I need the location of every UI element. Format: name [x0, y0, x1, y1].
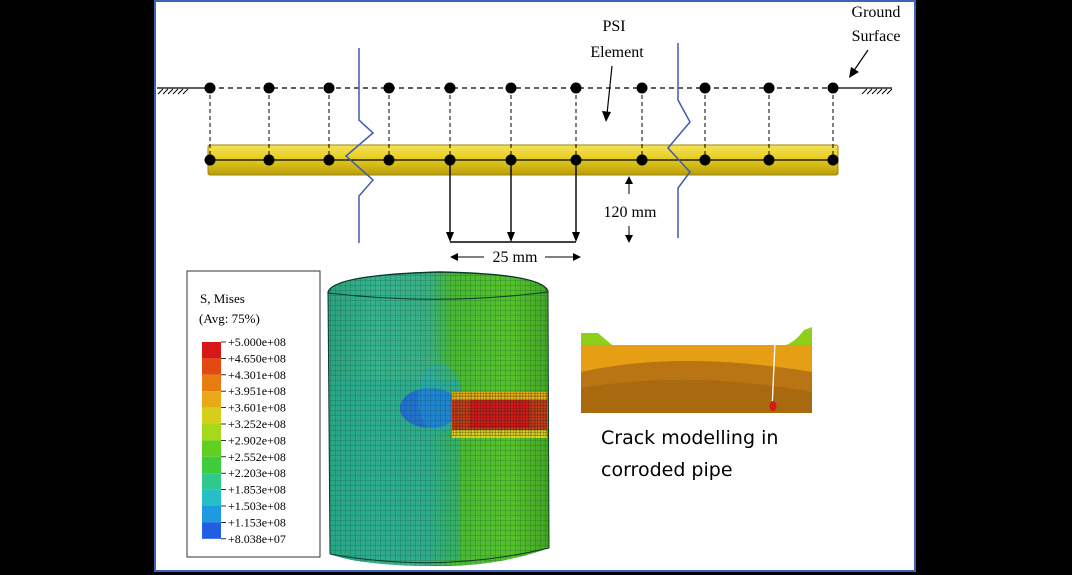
legend-value: +3.601e+08 — [228, 401, 286, 415]
legend-swatch — [202, 456, 221, 474]
legend-swatch — [202, 440, 221, 457]
legend-value: +1.853e+08 — [228, 483, 286, 497]
legend-title-line1: S, Mises — [200, 291, 245, 306]
legend-labels: +5.000e+08 +4.650e+08 +4.301e+08 +3.951e+08… — [221, 335, 286, 546]
diameter-dimension — [625, 176, 633, 243]
legend-swatch — [202, 506, 221, 523]
legend-swatch — [202, 473, 221, 490]
legend-value: +1.503e+08 — [228, 499, 286, 513]
legend-value: +3.252e+08 — [228, 417, 286, 431]
legend-value: +2.552e+08 — [228, 450, 286, 464]
legend-swatches — [202, 342, 221, 539]
legend-value: +3.951e+08 — [228, 384, 286, 398]
legend-swatch — [202, 407, 221, 424]
ground-surface — [157, 87, 893, 95]
diameter-label: 120 mm — [604, 204, 657, 221]
caption-line1: Crack modelling in — [601, 427, 778, 449]
legend-title-line2: (Avg: 75%) — [199, 311, 260, 326]
legend-swatch — [202, 358, 221, 375]
legend-swatch — [202, 522, 221, 539]
legend-value: +1.153e+08 — [228, 515, 286, 529]
caption-line2: corroded pipe — [601, 459, 733, 481]
ground-nodes — [204, 82, 839, 94]
ground-arrow — [849, 49, 869, 78]
ground-hatch-left — [157, 88, 189, 95]
spacing-dimension — [446, 160, 581, 261]
legend-value: +2.203e+08 — [228, 466, 286, 480]
legend-swatch — [202, 374, 221, 392]
legend-value: +4.650e+08 — [228, 351, 286, 365]
ground-hatch-right — [861, 88, 893, 95]
psi-arrow — [602, 65, 613, 122]
legend-swatch — [202, 424, 221, 441]
fe-pipe-model — [327, 271, 550, 566]
legend-swatch — [202, 342, 221, 359]
pipe-nodes — [204, 154, 839, 166]
break-line-right — [667, 43, 691, 238]
break-line-left — [344, 48, 375, 243]
crack-model-image — [581, 327, 812, 413]
spacing-label: 25 mm — [493, 249, 538, 266]
legend-swatch — [202, 391, 221, 408]
legend-value: +4.301e+08 — [228, 368, 286, 382]
legend-value: +8.038e+07 — [228, 532, 286, 546]
stress-legend: S, Mises (Avg: 75%) +5.000e+08 +4.650e+08… — [186, 270, 321, 558]
legend-value: +2.902e+08 — [228, 433, 286, 447]
psi-label-line1: PSI — [602, 18, 625, 35]
ground-label-line1: Ground — [852, 4, 901, 21]
ground-label-line2: Surface — [852, 28, 901, 45]
psi-label-line2: Element — [590, 44, 644, 61]
psi-elements — [209, 88, 834, 160]
legend-value: +5.000e+08 — [228, 335, 286, 349]
legend-swatch — [202, 489, 221, 506]
